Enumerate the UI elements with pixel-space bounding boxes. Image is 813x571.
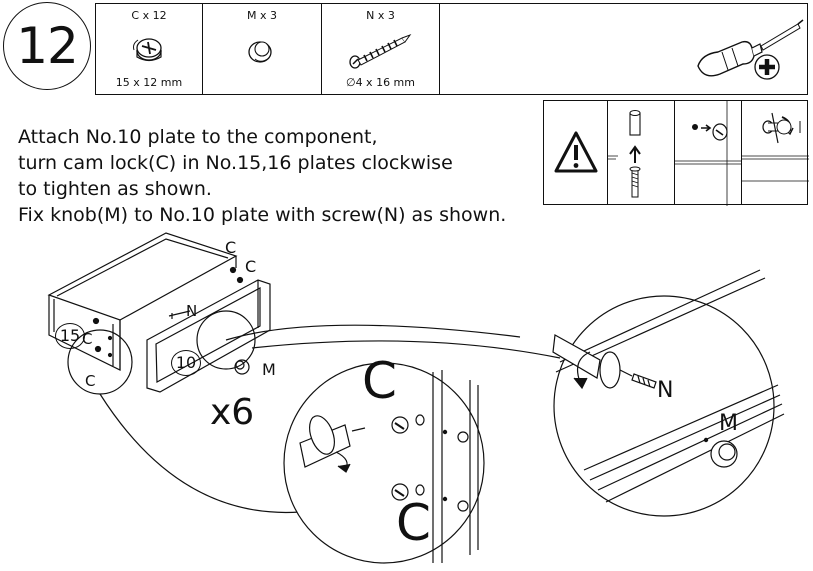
- warning-triangle-icon: [554, 131, 598, 173]
- instruction-line: Attach No.10 plate to the component,: [18, 126, 378, 148]
- part-code: N x 3: [366, 9, 395, 22]
- knob-icon: [248, 41, 272, 63]
- cam-bolt-insert-icon: [608, 110, 641, 198]
- plate-10-label: 10: [171, 350, 201, 376]
- step-number-badge: 12: [3, 2, 91, 90]
- cam-bolt-insert-cell: [608, 101, 675, 204]
- plate-15-label: 15: [55, 323, 85, 349]
- instruction-line: turn cam lock(C) in No.15,16 plates cloc…: [18, 152, 453, 174]
- warning-cell: [544, 101, 608, 204]
- part-size: ∅4 x 16 mm: [345, 76, 415, 89]
- part-cell-cam-lock: C x 12 15 x 12 mm: [96, 4, 203, 94]
- step-number: 12: [16, 17, 79, 75]
- instruction-text: Attach No.10 plate to the component, tur…: [18, 124, 578, 228]
- cam-turn-icon: [742, 112, 809, 182]
- screw-icon: [349, 33, 412, 69]
- instruction-line: Fix knob(M) to No.10 plate with screw(N)…: [18, 204, 507, 226]
- cam-label-large: C: [362, 352, 397, 410]
- screw-label-large: N: [657, 378, 674, 403]
- quantity-multiplier: x6: [210, 392, 255, 433]
- cam-lock-icon: [133, 38, 162, 62]
- cam-insert-cell: [675, 101, 742, 206]
- assembly-diagram: [47, 232, 785, 564]
- phillips-screwdriver-icon: [697, 19, 804, 80]
- cam-label: C: [225, 238, 237, 257]
- parts-table: C x 12 15 x 12 mm M x 3 N x 3 ∅4 x 16 mm: [95, 3, 808, 95]
- part-size: 15 x 12 mm: [115, 76, 183, 89]
- cam-label: C: [82, 330, 93, 348]
- cam-insert-icon: [675, 101, 742, 206]
- part-code: M x 3: [247, 9, 277, 22]
- cam-label: C: [85, 372, 96, 390]
- cam-turn-cell: [742, 101, 809, 204]
- knob-label: M: [262, 360, 276, 379]
- part-cell-screw: N x 3 ∅4 x 16 mm: [322, 4, 440, 94]
- cam-label-large: C: [396, 494, 431, 552]
- part-cell-knob: M x 3: [203, 4, 322, 94]
- cam-label: C: [245, 257, 257, 276]
- part-code: C x 12: [131, 9, 167, 22]
- cam-lock-hint-panel: [543, 100, 809, 206]
- knob-label-large: M: [719, 411, 738, 436]
- tool-cell: [440, 4, 809, 94]
- screw-label: N: [186, 302, 198, 320]
- instruction-line: to tighten as shown.: [18, 178, 212, 200]
